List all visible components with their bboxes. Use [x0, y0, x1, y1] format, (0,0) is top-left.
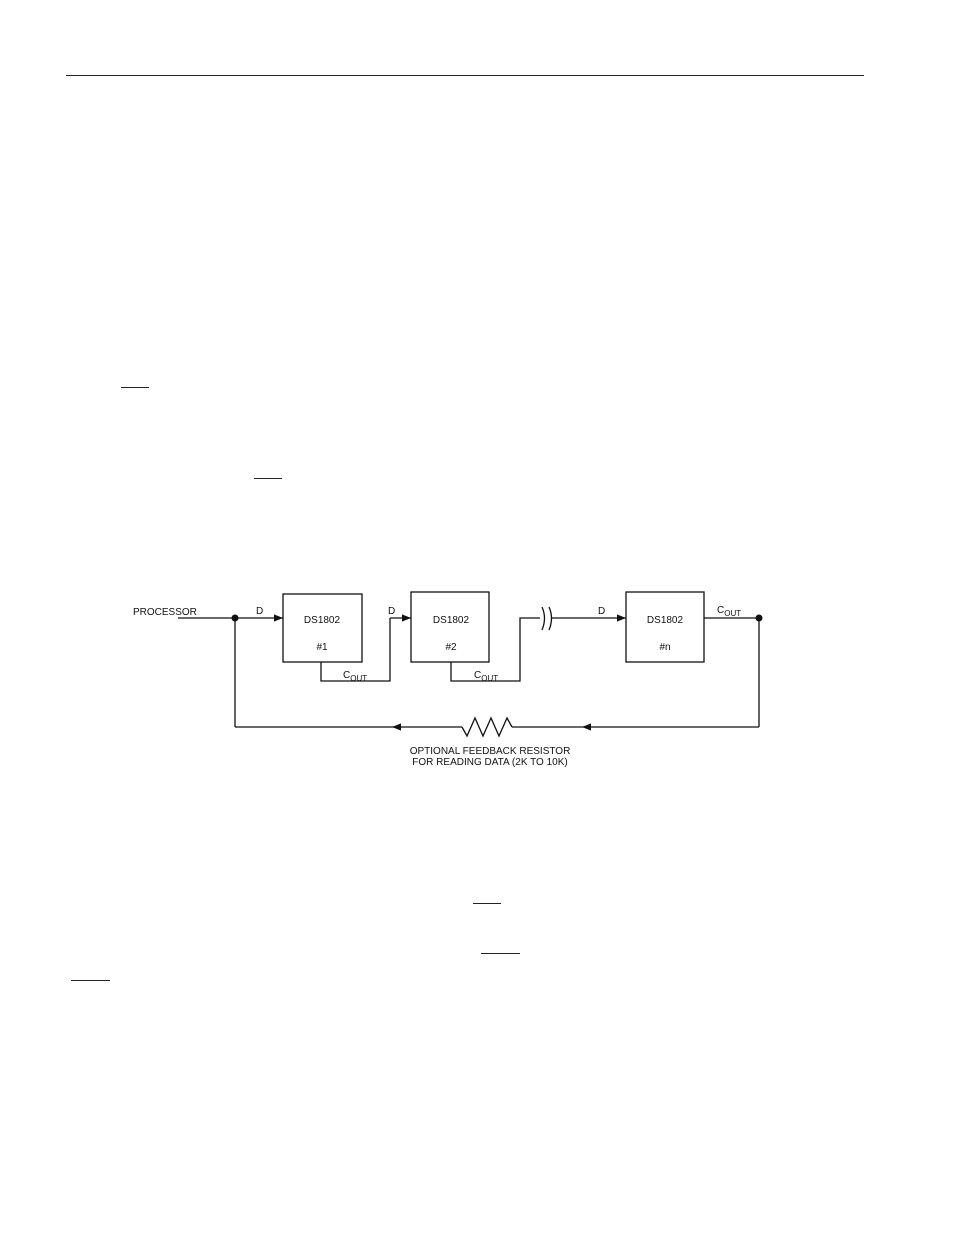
d-label-n: D — [598, 606, 605, 617]
overline-mark — [254, 478, 282, 479]
break-mark — [541, 606, 553, 631]
header-rule — [66, 75, 864, 76]
resistor-caption-line2: FOR READING DATA (2K TO 10K) — [412, 757, 567, 768]
d-label-1: D — [256, 606, 263, 617]
feedback-resistor — [461, 716, 513, 738]
device-name-n: DS1802 — [647, 615, 684, 626]
cout-label-n: COUT — [717, 605, 741, 618]
device-index-2: #2 — [445, 642, 457, 653]
cout-label-1-main: C — [343, 670, 350, 681]
device-box-n — [625, 591, 705, 663]
device-index-n: #n — [659, 642, 670, 653]
d-label-2: D — [388, 606, 395, 617]
overline-mark — [473, 903, 501, 904]
overline-mark — [481, 953, 520, 954]
cout-label-n-sub: OUT — [724, 609, 741, 618]
cout-label-1: COUT — [343, 670, 367, 683]
cout-line-1 — [320, 618, 391, 682]
cout-label-n-main: C — [717, 605, 724, 616]
overline-mark — [121, 387, 149, 388]
cout-label-2: COUT — [474, 670, 498, 683]
device-box-1 — [282, 593, 363, 663]
cout-line-2 — [450, 617, 540, 682]
cout-label-1-sub: OUT — [350, 674, 367, 683]
device-index-1: #1 — [316, 642, 328, 653]
processor-label: PROCESSOR — [133, 607, 197, 618]
cout-label-2-main: C — [474, 670, 481, 681]
overline-mark — [71, 980, 110, 981]
device-box-2 — [410, 591, 490, 663]
device-name-1: DS1802 — [304, 615, 341, 626]
cout-label-2-sub: OUT — [481, 674, 498, 683]
device-name-2: DS1802 — [433, 615, 470, 626]
resistor-caption-line1: OPTIONAL FEEDBACK RESISTOR — [410, 746, 571, 757]
